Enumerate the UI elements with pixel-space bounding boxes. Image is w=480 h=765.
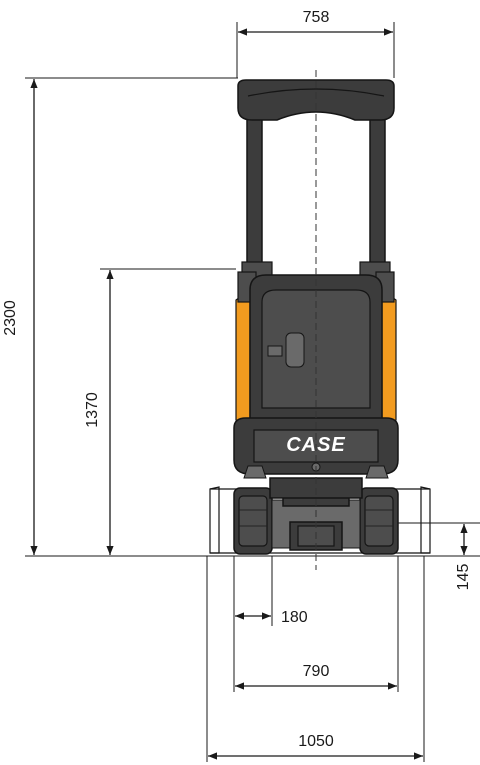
dimension-rear-height: 1370 <box>84 268 236 555</box>
dimension-overall-height: 2300 <box>2 77 238 555</box>
ground-clearance-label: 145 <box>455 564 472 591</box>
track-gauge-label: 790 <box>303 663 330 680</box>
right-track <box>359 487 399 555</box>
lower-extension-lines <box>206 556 425 762</box>
left-track <box>233 487 273 555</box>
dimension-track-gauge: 790 <box>235 663 397 690</box>
dimension-ground-clearance: 145 <box>398 522 480 591</box>
dimension-track-width: 180 <box>235 609 308 626</box>
blade-width-label: 1050 <box>298 733 334 750</box>
overall-height-label: 2300 <box>2 300 19 336</box>
track-width-label: 180 <box>281 609 308 626</box>
dimension-blade-width: 1050 <box>208 733 423 760</box>
excavator-illustration: CASE <box>209 70 431 570</box>
canopy-width-label: 758 <box>303 9 330 26</box>
dimension-canopy-width: 758 <box>236 9 395 78</box>
rear-height-label: 1370 <box>84 392 101 428</box>
canopy <box>237 79 395 279</box>
